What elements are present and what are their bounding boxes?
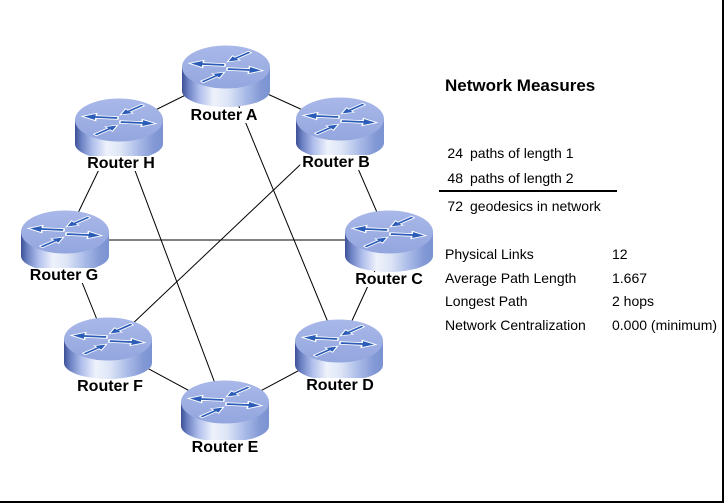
- geodesic-label: paths of length 1: [470, 145, 574, 161]
- stat-value: 0.000 (minimum): [612, 317, 718, 333]
- node-label-router-c: Router C: [353, 271, 425, 288]
- router-icon-g: [21, 211, 109, 273]
- router-icon-b: [296, 98, 384, 160]
- router-icon-f: [64, 318, 152, 380]
- stat-row-network-centralization: Network Centralization 0.000 (minimum): [445, 317, 717, 333]
- stat-label: Physical Links: [445, 246, 534, 262]
- stat-row-physical-links: Physical Links 12: [445, 246, 628, 262]
- stat-value: 1.667: [612, 270, 648, 286]
- stat-row-longest-path: Longest Path 2 hops: [445, 293, 654, 309]
- link-e-h: [118, 127, 226, 411]
- node-label-router-e: Router E: [189, 439, 261, 456]
- node-label-router-b: Router B: [300, 154, 372, 171]
- stat-value: 12: [612, 246, 628, 262]
- geodesic-row-length-2: 48 paths of length 2: [439, 170, 574, 186]
- sum-divider: [439, 190, 617, 192]
- geodesic-total-label: geodesics in network: [470, 198, 601, 214]
- router-icon-a: [182, 46, 270, 108]
- stat-label: Longest Path: [445, 293, 528, 309]
- stat-row-average-path-length: Average Path Length 1.667: [445, 270, 647, 286]
- node-label-router-f: Router F: [75, 378, 145, 395]
- router-icon-c: [345, 211, 433, 273]
- panel-title: Network Measures: [445, 76, 596, 95]
- geodesic-label: paths of length 2: [470, 170, 574, 186]
- geodesic-total-row: 72 geodesics in network: [439, 198, 601, 214]
- node-label-router-a: Router A: [188, 107, 260, 124]
- geodesic-count: 24: [447, 145, 463, 161]
- geodesic-count: 48: [447, 170, 463, 186]
- stat-value: 2 hops: [612, 293, 655, 309]
- node-label-router-h: Router H: [85, 155, 157, 172]
- geodesic-total-count: 72: [447, 198, 463, 214]
- router-icon-d: [295, 320, 383, 382]
- stat-label: Network Centralization: [445, 317, 586, 333]
- node-label-router-g: Router G: [27, 267, 101, 284]
- geodesic-row-length-1: 24 paths of length 1: [439, 145, 574, 161]
- node-label-router-d: Router D: [304, 377, 376, 394]
- stat-label: Average Path Length: [445, 270, 577, 286]
- router-icon-e: [181, 381, 269, 443]
- router-icon-h: [75, 99, 163, 161]
